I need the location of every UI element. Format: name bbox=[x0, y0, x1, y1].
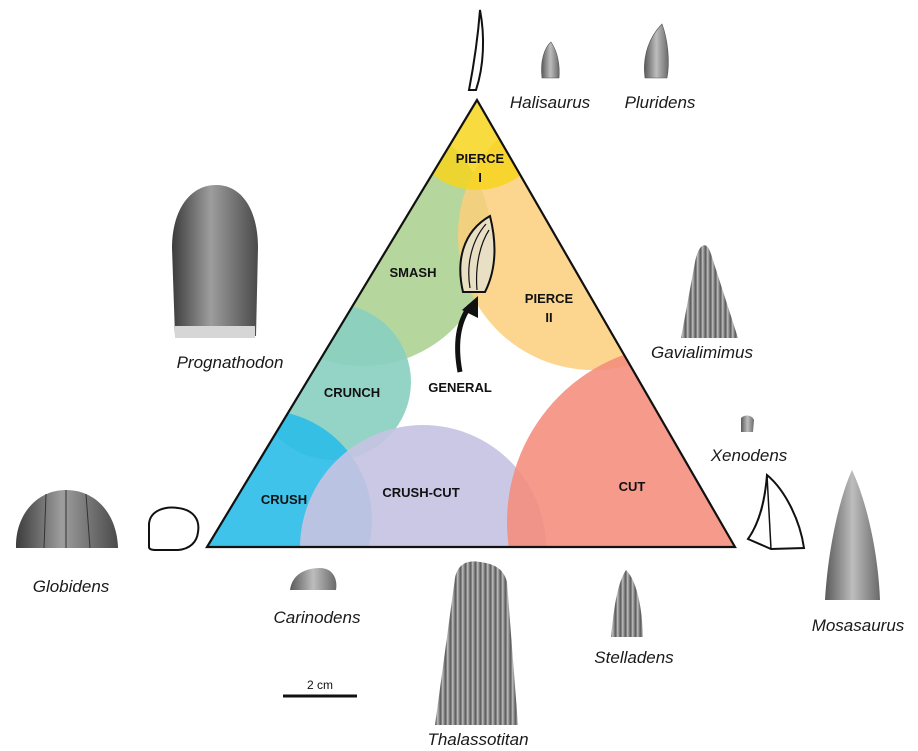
label-pierce-2-line1: PIERCE bbox=[525, 291, 574, 306]
mosasaurus-tooth-icon bbox=[825, 470, 880, 600]
label-crunch: CRUNCH bbox=[324, 385, 380, 400]
taxon-prognathodon: Prognathodon bbox=[177, 353, 284, 372]
scale-bar: 2 cm bbox=[283, 678, 357, 696]
taxon-gavialimimus: Gavialimimus bbox=[651, 343, 754, 362]
taxon-thalassotitan: Thalassotitan bbox=[427, 730, 528, 749]
stelladens-tooth-icon bbox=[611, 570, 643, 637]
taxon-mosasaurus: Mosasaurus bbox=[812, 616, 905, 635]
taxon-xenodens: Xenodens bbox=[710, 446, 788, 465]
label-general: GENERAL bbox=[428, 380, 492, 395]
taxon-halisaurus: Halisaurus bbox=[510, 93, 591, 112]
zone-cut bbox=[507, 344, 863, 700]
label-pierce-1-line2: I bbox=[478, 170, 482, 185]
label-cut: CUT bbox=[619, 479, 646, 494]
crush-outline-icon bbox=[149, 508, 198, 550]
thalassotitan-tooth-icon bbox=[435, 561, 518, 725]
taxon-pluridens: Pluridens bbox=[625, 93, 696, 112]
label-crush: CRUSH bbox=[261, 492, 307, 507]
pluridens-tooth-icon bbox=[644, 24, 668, 78]
taxon-carinodens: Carinodens bbox=[274, 608, 361, 627]
pierce-outline-icon bbox=[469, 10, 483, 90]
globidens-tooth-icon bbox=[16, 490, 118, 548]
label-pierce-2-line2: II bbox=[545, 310, 552, 325]
label-smash: SMASH bbox=[390, 265, 437, 280]
label-crush-cut: CRUSH-CUT bbox=[382, 485, 459, 500]
halisaurus-tooth-icon bbox=[541, 42, 559, 78]
xenodens-tooth-icon bbox=[741, 416, 754, 432]
carinodens-tooth-icon bbox=[290, 568, 336, 590]
taxon-stelladens: Stelladens bbox=[594, 648, 674, 667]
cut-outline-icon bbox=[748, 475, 804, 549]
taxon-globidens: Globidens bbox=[33, 577, 110, 596]
gavialimimus-tooth-icon bbox=[681, 245, 738, 338]
scale-bar-label: 2 cm bbox=[307, 678, 333, 692]
label-pierce-1-line1: PIERCE bbox=[456, 151, 505, 166]
prognathodon-tooth-icon bbox=[172, 185, 258, 338]
